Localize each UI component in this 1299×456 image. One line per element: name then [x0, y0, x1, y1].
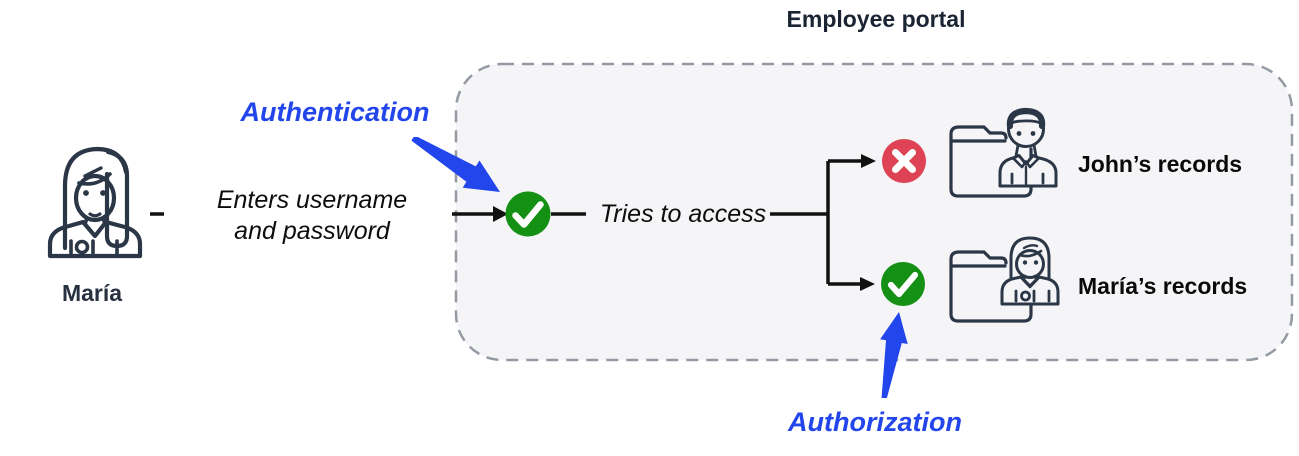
woman-user-icon: [47, 146, 143, 259]
action-note: Enters username and password: [198, 179, 426, 252]
actor-name: María: [61, 280, 123, 306]
authorization-label: Authorization: [771, 398, 979, 447]
authorization-arrow: [880, 312, 908, 400]
woman-user-icon-small: [1000, 236, 1060, 306]
action-note-line1: Enters username: [216, 185, 408, 214]
authorization-label-text: Authorization: [788, 407, 962, 437]
check-circle-icon-allowed: [881, 262, 925, 306]
man-user-icon: [998, 107, 1058, 188]
authentication-label-text: Authentication: [240, 96, 430, 127]
action-note-line2: and password: [234, 216, 390, 245]
x-circle-icon-denied: [882, 139, 926, 183]
authentication-label: Authentication: [227, 87, 443, 137]
employee-portal-panel: [454, 62, 1294, 362]
tries-to-access-label: Tries to access: [599, 200, 767, 228]
check-circle-icon-authentication: [505, 191, 551, 237]
flow-connectors: [150, 154, 876, 291]
authentication-arrow: [411, 135, 500, 192]
record-label-john: John’s records: [1078, 151, 1243, 177]
record-label-maria: María’s records: [1078, 273, 1248, 299]
portal-title: Employee portal: [786, 6, 966, 32]
